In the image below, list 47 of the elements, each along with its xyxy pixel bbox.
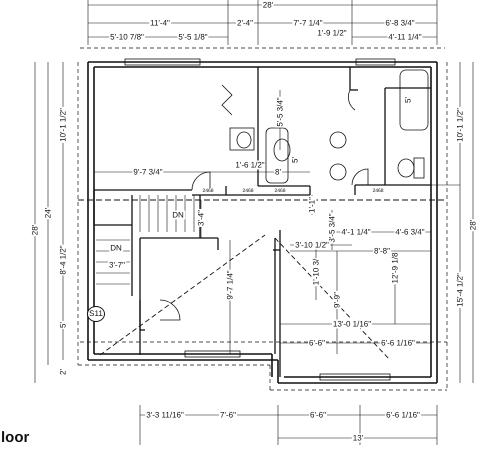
dimension-label: 13' bbox=[352, 434, 364, 442]
dimension-label: 5'-5 3/4" bbox=[276, 96, 284, 128]
dimension-label: 4'-1 1/4" bbox=[340, 228, 372, 236]
dimension-label: 28' bbox=[468, 218, 478, 232]
dimension-label: 10'-1 1/2" bbox=[58, 107, 68, 143]
title-text: loor bbox=[0, 429, 30, 446]
dimension-label: 13'-0 1/16" bbox=[332, 320, 372, 328]
dimension-label: 4'-6 3/4" bbox=[394, 228, 426, 236]
dimension-label: 1'-6 1/2" bbox=[234, 160, 266, 170]
dimension-label: 4'-11 1/4" bbox=[387, 32, 423, 42]
dimension-label: 6'-6" bbox=[309, 410, 327, 420]
dimension-label: 5' bbox=[290, 156, 300, 164]
dimension-label: 2' bbox=[58, 368, 68, 376]
dimension-label: 3'-3 11/16" bbox=[145, 410, 185, 420]
dimension-label: 8'-4 1/2" bbox=[58, 244, 68, 276]
dimension-label: DN bbox=[171, 210, 185, 220]
dimension-label: 9'-7 1/4" bbox=[226, 269, 234, 301]
dimension-label: 2'-4" bbox=[236, 18, 254, 28]
dimension-label: 5' bbox=[404, 96, 412, 104]
dimension-label: 3'-7" bbox=[108, 260, 126, 270]
dimension-label: 28' bbox=[262, 0, 274, 10]
section-marker-label: S11 bbox=[87, 306, 105, 322]
dimension-label: 5'-5 1/8" bbox=[177, 32, 209, 42]
dimension-label: 15'-4 1/2" bbox=[456, 272, 464, 308]
dimension-label: 6'-6 1/16" bbox=[380, 338, 416, 348]
dimension-label: 8'-8" bbox=[373, 246, 391, 256]
dimension-label: 6'-6 1/16" bbox=[385, 410, 421, 420]
dimension-label: 24' bbox=[44, 206, 52, 220]
dimension-label: 8' bbox=[274, 168, 282, 176]
dimension-label: 6'-8 3/4" bbox=[384, 18, 416, 28]
dimension-label: 1'-9 1/2" bbox=[316, 28, 348, 38]
dimension-label: 10'-1 1/2" bbox=[456, 107, 464, 143]
dimension-label: 28' bbox=[30, 224, 40, 236]
dimension-label: 6'-6" bbox=[308, 338, 326, 348]
dimension-label: 12'-9 1/8 bbox=[390, 252, 400, 284]
dimension-label: 1'-1" bbox=[308, 196, 316, 214]
dimension-label: 5'-10 7/8" bbox=[109, 32, 145, 42]
dimension-label: DN bbox=[109, 244, 123, 252]
dimension-label: 9'-7 3/4" bbox=[132, 168, 164, 176]
dimension-label: 5' bbox=[58, 321, 68, 329]
dimension-label: 1'-10 3/ bbox=[312, 258, 320, 286]
dimension-label: 3'-10 1/2" bbox=[294, 240, 330, 250]
dimension-label: 7'-7 1/4" bbox=[292, 18, 324, 28]
dimension-label: 9'-9" bbox=[332, 291, 342, 309]
dimension-label: 3'-4" bbox=[196, 209, 206, 227]
dimension-label: 7'-6" bbox=[219, 410, 237, 420]
dimension-label: 11'-4" bbox=[149, 18, 171, 28]
